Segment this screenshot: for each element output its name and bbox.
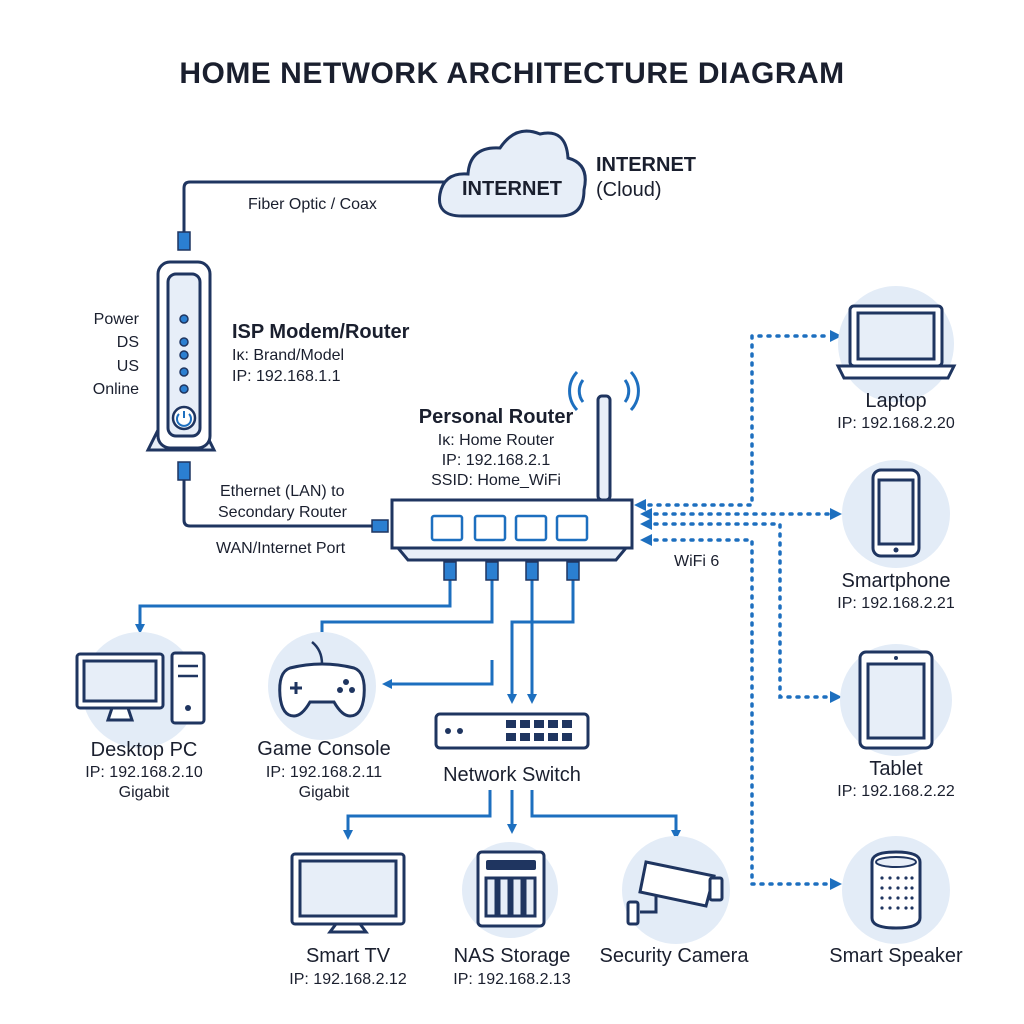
- led-ds-icon: [179, 337, 189, 347]
- nas-storage: [462, 842, 558, 938]
- console-speed: Gigabit: [299, 784, 350, 801]
- modem-top-plug-icon: [177, 231, 191, 251]
- speaker-icon: [870, 850, 922, 930]
- camera-icon: [638, 860, 716, 908]
- router-ssid: SSID: Home_WiFi: [431, 472, 561, 489]
- link-switch-b: [507, 580, 575, 704]
- smart-speaker: [842, 836, 950, 944]
- smartphone-name: Smartphone: [842, 570, 951, 592]
- led-label-ds: DS: [117, 334, 139, 351]
- nas-name: NAS Storage: [454, 945, 571, 967]
- diagram-title: HOME NETWORK ARCHITECTURE DIAGRAM: [179, 57, 844, 90]
- lan-port-1: [430, 514, 464, 542]
- laptop-name: Laptop: [865, 390, 926, 412]
- smartphone: [842, 460, 950, 568]
- modem-ip: IP: 192.168.1.1: [232, 368, 341, 385]
- router-ip: IP: 192.168.2.1: [442, 452, 551, 469]
- led-label-us: US: [117, 358, 139, 375]
- router-antenna: [596, 394, 612, 502]
- gamepad-icon: [278, 662, 366, 718]
- isp-modem: [145, 231, 217, 481]
- desktop-name: Desktop PC: [91, 739, 198, 761]
- lan-uplink: [182, 478, 372, 528]
- console-ip: IP: 192.168.2.11: [266, 764, 382, 781]
- link-tv: [343, 790, 492, 840]
- led-online-icon: [179, 367, 189, 377]
- router-model: Iĸ: Home Router: [438, 432, 555, 449]
- laptop: [835, 286, 957, 402]
- modem-title: ISP Modem/Router: [232, 321, 410, 343]
- router-plug-4-icon: [566, 561, 580, 581]
- network-switch: [434, 712, 590, 750]
- smart-tv: [290, 852, 406, 934]
- speaker-name: Smart Speaker: [829, 945, 963, 967]
- router-plug-3-icon: [525, 561, 539, 581]
- uplink-label-2: Secondary Router: [218, 504, 348, 521]
- wan-plug-icon: [371, 519, 389, 533]
- wan-port-label: WAN/Internet Port: [216, 540, 346, 557]
- internet-cloud: INTERNET: [437, 129, 587, 218]
- router-plug-1-icon: [443, 561, 457, 581]
- wifi-standard-label: WiFi 6: [674, 553, 719, 570]
- lan-port-2: [473, 514, 507, 542]
- tablet-ip: IP: 192.168.2.22: [837, 783, 955, 800]
- fiber-label: Fiber Optic / Coax: [248, 196, 377, 213]
- camera-name: Security Camera: [600, 945, 750, 967]
- tv-ip: IP: 192.168.2.12: [289, 971, 407, 988]
- led-label-power: Power: [94, 311, 140, 328]
- console-name: Game Console: [257, 738, 390, 760]
- fiber-link: [182, 180, 444, 232]
- wifi-tablet: [644, 522, 832, 699]
- wifi-speaker: [644, 538, 832, 886]
- nas-ip: IP: 192.168.2.13: [453, 971, 571, 988]
- desktop-pc: [75, 632, 206, 748]
- led-us-icon: [179, 350, 189, 360]
- wifi-laptop: [638, 334, 832, 507]
- pc-tower-icon: [170, 651, 206, 725]
- personal-router: [390, 370, 640, 581]
- link-camera: [530, 790, 681, 840]
- security-camera: [622, 836, 730, 944]
- link-console: [317, 580, 494, 650]
- router-plug-2-icon: [485, 561, 499, 581]
- cloud-label: INTERNET: [462, 178, 562, 200]
- router-body: [390, 498, 634, 550]
- led-power-icon: [179, 314, 189, 324]
- lan-port-4: [555, 514, 589, 542]
- tv-name: Smart TV: [306, 945, 391, 967]
- desktop-speed: Gigabit: [119, 784, 170, 801]
- modem-bottom-plug-icon: [177, 461, 191, 481]
- tablet: [840, 644, 952, 756]
- laptop-ip: IP: 192.168.2.20: [837, 415, 955, 432]
- lan-port-3: [514, 514, 548, 542]
- cloud-icon: [437, 129, 587, 218]
- led-label-online: Online: [93, 381, 139, 398]
- router-title: Personal Router: [419, 406, 574, 428]
- tablet-name: Tablet: [869, 758, 923, 780]
- modem-model: Iĸ: Brand/Model: [232, 347, 344, 364]
- router-base: [394, 546, 630, 562]
- internet-title: INTERNET: [596, 154, 696, 176]
- smartphone-ip: IP: 192.168.2.21: [837, 595, 955, 612]
- switch-name: Network Switch: [443, 764, 581, 786]
- link-desktop: [135, 580, 452, 634]
- connection-lines: [135, 180, 842, 890]
- led-extra-icon: [179, 384, 189, 394]
- internet-subtitle: (Cloud): [596, 179, 662, 201]
- game-console: [268, 632, 376, 740]
- wifi-signal-icon: [568, 370, 640, 412]
- uplink-label-1: Ethernet (LAN) to: [220, 483, 345, 500]
- link-console-return: [382, 660, 494, 689]
- desktop-ip: IP: 192.168.2.10: [85, 764, 203, 781]
